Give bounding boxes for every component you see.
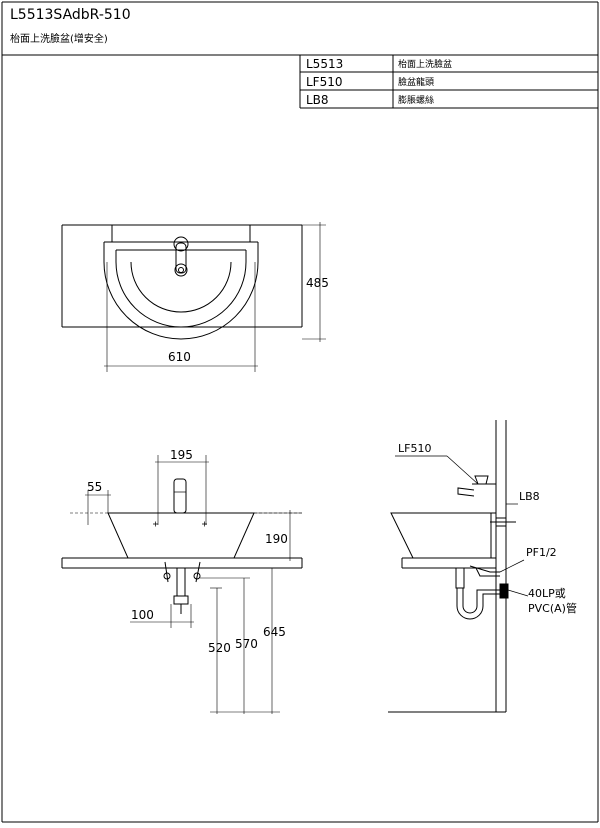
side-view: LF510 LB8 PF1/2 40LP或 PVC(A)管: [388, 420, 577, 713]
product-description: 枱面上洗臉盆(增安全): [10, 32, 108, 45]
side-faucet-label: LF510: [398, 442, 431, 455]
faucet-offset-dim: 55: [87, 480, 102, 494]
part-name-3: 膨脹螺絲: [398, 94, 434, 106]
top-view: 485 610: [61, 222, 329, 372]
front-view: 195 55 190 100 520 570 645: [61, 448, 303, 714]
part-code-2: LF510: [306, 75, 343, 89]
side-bolt-label: LB8: [519, 490, 540, 503]
basin-height-dim: 190: [265, 532, 288, 546]
drain-offset-dim: 100: [131, 608, 154, 622]
part-code-3: LB8: [306, 93, 329, 107]
height-570-dim: 570: [235, 637, 258, 651]
side-pipe-label-1: 40LP或: [528, 587, 566, 600]
parts-table: L5513 枱面上洗臉盆 LF510 臉盆龍頭 LB8 膨脹螺絲: [299, 55, 598, 109]
part-code-1: L5513: [306, 57, 343, 71]
part-name-2: 臉盆龍頭: [398, 76, 434, 88]
top-depth-dim: 485: [306, 276, 329, 290]
part-name-1: 枱面上洗臉盆: [398, 58, 452, 70]
top-width-dim: 610: [168, 350, 191, 364]
model-number: L5513SAdbR-510: [10, 7, 131, 23]
side-trap-label: PF1/2: [526, 546, 557, 559]
side-pipe-label-2: PVC(A)管: [528, 601, 577, 615]
faucet-spacing-dim: 195: [170, 448, 193, 462]
height-645-dim: 645: [263, 625, 286, 639]
height-520-dim: 520: [208, 641, 231, 655]
